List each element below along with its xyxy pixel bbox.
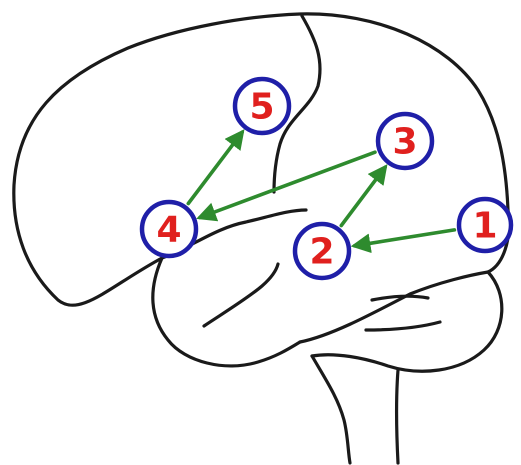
arrow-1-to-2 [355, 230, 455, 246]
cerebellum-fold-lower [366, 322, 440, 330]
node-2-label: 2 [309, 232, 334, 273]
brainstem-right [397, 370, 399, 463]
node-4-label: 4 [156, 210, 181, 251]
brainstem-left [312, 356, 350, 463]
node-1: 1 [459, 199, 511, 251]
arrow-3-to-4 [200, 152, 375, 217]
node-3-label: 3 [392, 122, 417, 163]
temporal-sulcus [204, 264, 278, 326]
node-3: 3 [378, 114, 432, 168]
node-5-label: 5 [249, 87, 274, 128]
cerebellum-outline [300, 272, 502, 371]
node-1-label: 1 [472, 206, 497, 247]
node-4: 4 [142, 202, 196, 256]
cerebrum-outline [14, 14, 509, 305]
arrow-4-to-5 [188, 132, 242, 203]
arrow-2-to-3 [341, 167, 385, 225]
node-2: 2 [295, 224, 349, 278]
nodes-layer: 1 2 3 4 5 [142, 79, 511, 278]
node-5: 5 [235, 79, 289, 133]
